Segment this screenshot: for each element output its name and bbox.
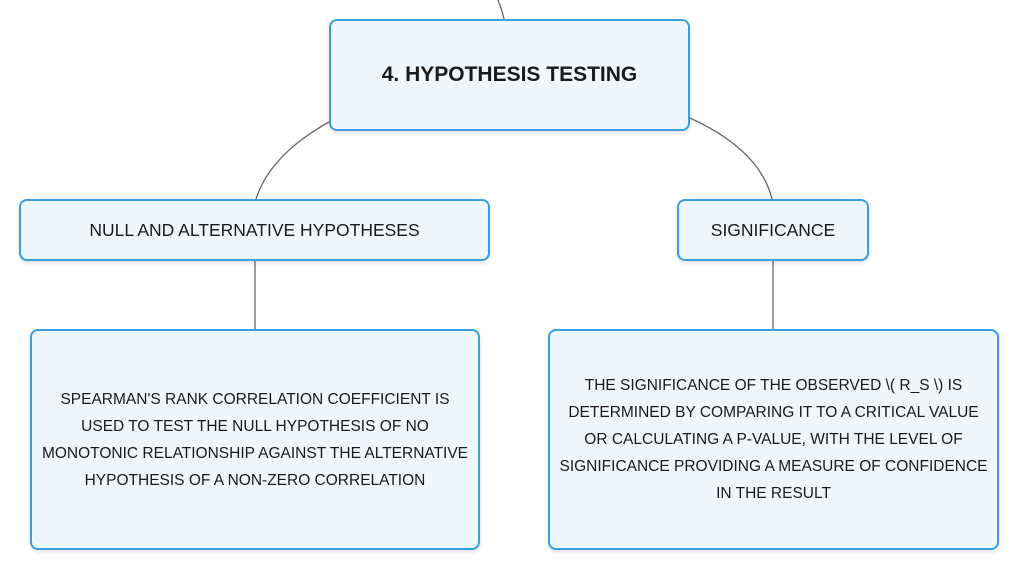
- root-node-label: 4. HYPOTHESIS TESTING: [381, 63, 638, 86]
- connector-root-to-hypotheses: [255, 121, 330, 200]
- detail-node-text: THE SIGNIFICANCE OF THE OBSERVED \( R_S …: [559, 377, 988, 502]
- detail-node-text: SPEARMAN'S RANK CORRELATION COEFFICIENT …: [41, 390, 469, 489]
- branch-node-significance[interactable]: SIGNIFICANCE: [677, 199, 869, 261]
- branch-node-null-alternative-hypotheses[interactable]: NULL AND ALTERNATIVE HYPOTHESES: [19, 199, 490, 261]
- branch-node-label: SIGNIFICANCE: [710, 219, 836, 240]
- detail-node-significance[interactable]: THE SIGNIFICANCE OF THE OBSERVED \( R_S …: [548, 329, 999, 550]
- detail-node-spearman-hypotheses[interactable]: SPEARMAN'S RANK CORRELATION COEFFICIENT …: [30, 329, 480, 550]
- connector-parent-to-root: [497, 0, 505, 20]
- root-node-hypothesis-testing[interactable]: 4. HYPOTHESIS TESTING: [329, 19, 690, 131]
- branch-node-label: NULL AND ALTERNATIVE HYPOTHESES: [89, 219, 420, 240]
- connector-root-to-significance: [689, 117, 773, 200]
